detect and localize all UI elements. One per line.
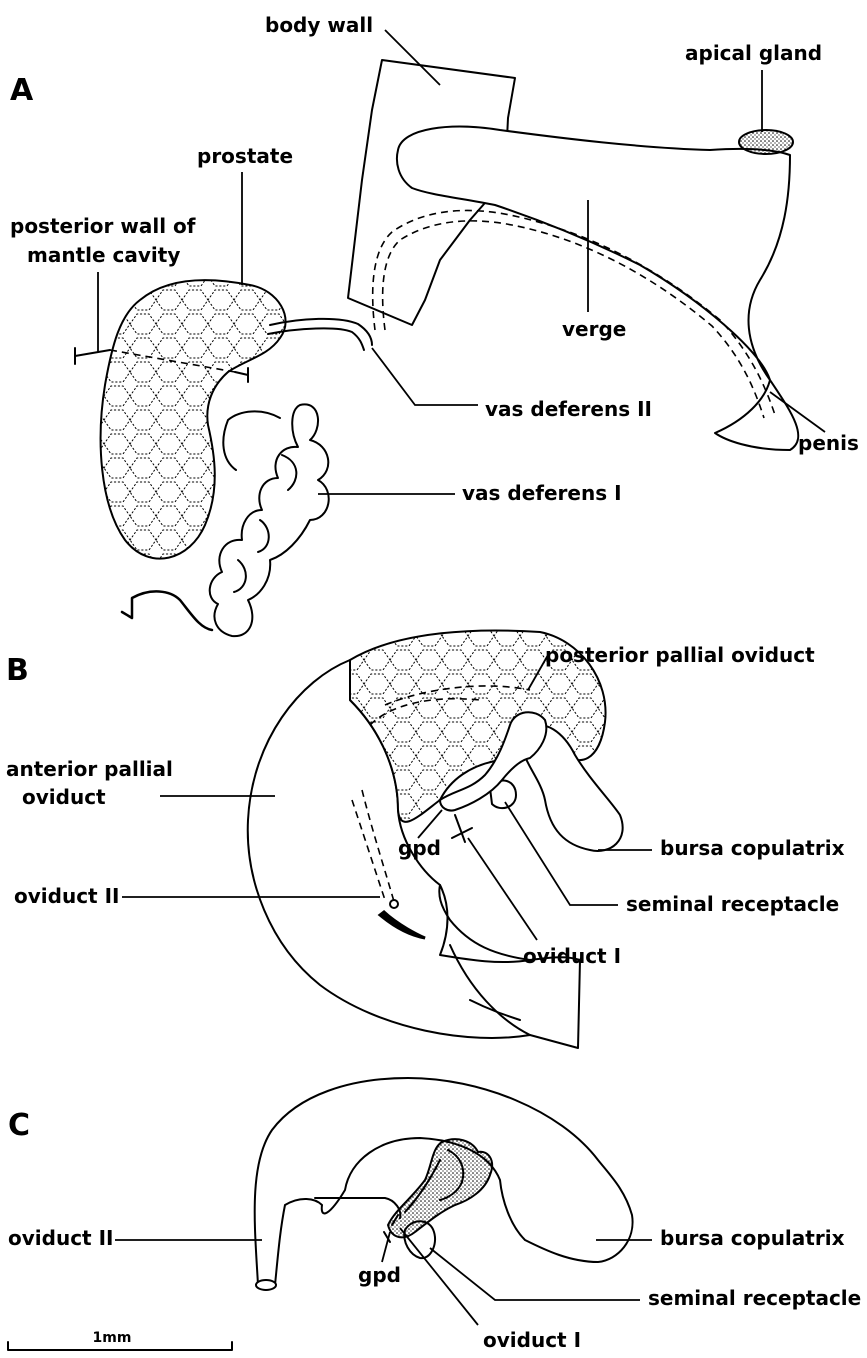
label-gpd-c: gpd <box>358 1263 401 1287</box>
label-posterior-wall-1: posterior wall of <box>10 214 196 238</box>
panel-label-b: B <box>6 653 29 688</box>
label-vas-deferens-1: vas deferens I <box>462 481 622 505</box>
panel-b: B posterior pallial oviduct anterior pal… <box>6 630 845 1048</box>
panel-c: C oviduct II bursa copulatrix gpd semina… <box>8 1078 861 1352</box>
label-oviduct-2-b: oviduct II <box>14 884 119 908</box>
label-seminal-receptacle-b: seminal receptacle <box>626 892 839 916</box>
label-posterior-pallial-oviduct: posterior pallial oviduct <box>545 643 815 667</box>
label-anterior-pallial-2: oviduct <box>22 785 106 809</box>
label-penis: penis <box>798 431 859 455</box>
label-oviduct-1-b: oviduct I <box>523 944 621 968</box>
scale-bar-label: 1mm <box>93 1330 132 1346</box>
panel-label-c: C <box>8 1108 30 1143</box>
label-gpd-b: gpd <box>398 836 441 860</box>
label-anterior-pallial-1: anterior pallial <box>6 757 173 781</box>
label-bursa-copulatrix-b: bursa copulatrix <box>660 836 845 860</box>
label-vas-deferens-2: vas deferens II <box>485 397 652 421</box>
label-prostate: prostate <box>197 144 293 168</box>
label-posterior-wall-2: mantle cavity <box>27 243 180 267</box>
label-apical-gland: apical gland <box>685 41 822 65</box>
mantle-wall-line <box>75 348 110 364</box>
apical-gland <box>739 130 793 154</box>
panel-a: A body wall apical <box>10 13 859 636</box>
gpd-tube-c <box>388 1139 492 1237</box>
label-oviduct-1-c: oviduct I <box>483 1328 581 1352</box>
label-bursa-copulatrix-c: bursa copulatrix <box>660 1226 845 1250</box>
label-verge: verge <box>562 317 626 341</box>
label-body-wall: body wall <box>265 13 373 37</box>
panel-label-a: A <box>10 73 34 108</box>
label-oviduct-2-c: oviduct II <box>8 1226 113 1250</box>
scale-bar: 1mm <box>8 1330 232 1350</box>
label-seminal-receptacle-c: seminal receptacle <box>648 1286 861 1310</box>
